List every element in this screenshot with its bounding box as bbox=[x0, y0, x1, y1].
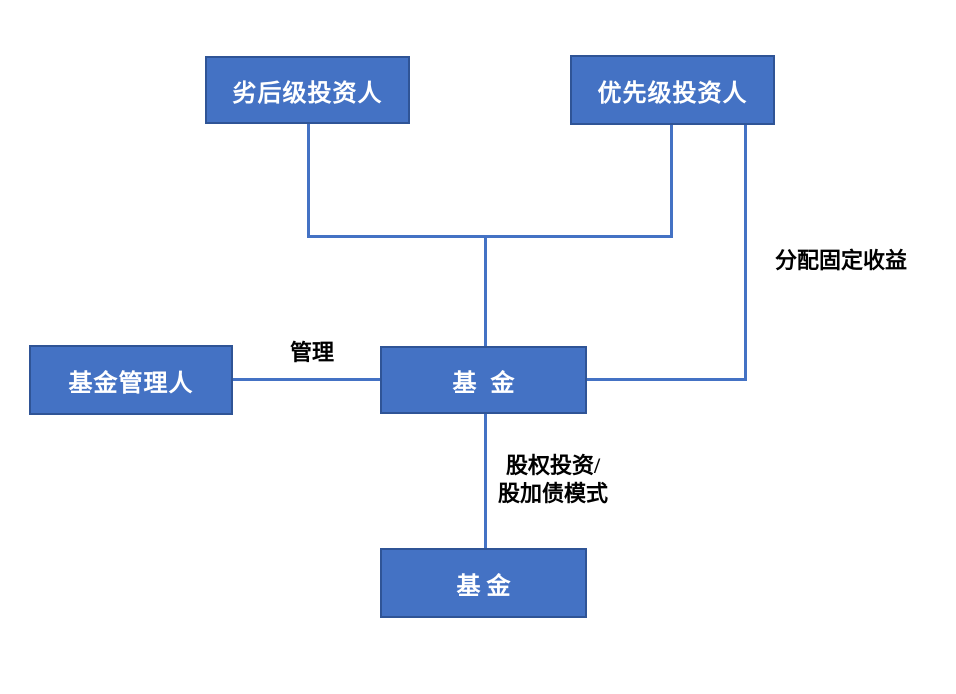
connector-fund-to-lower-fund bbox=[484, 414, 487, 548]
node-fund-label: 基金 bbox=[452, 369, 529, 397]
edge-label-manage: 管理 bbox=[289, 340, 334, 365]
connector-manager-to-fund bbox=[233, 378, 380, 381]
connector-investors-join bbox=[307, 235, 673, 238]
node-fund-lower-label: 基金 bbox=[456, 572, 517, 600]
node-senior-investor: 优先级投资人 bbox=[570, 55, 775, 125]
edge-label-distribute-fixed-income: 分配固定收益 bbox=[774, 248, 907, 273]
edge-label-equity-investment: 股权投资/ 股加债模式 bbox=[487, 452, 619, 508]
node-fund-manager: 基金管理人 bbox=[29, 345, 233, 415]
node-senior-investor-label: 优先级投资人 bbox=[597, 79, 748, 107]
connector-junction-to-fund bbox=[484, 237, 487, 346]
node-fund-manager-label: 基金管理人 bbox=[68, 369, 194, 397]
node-subordinated-investor-label: 劣后级投资人 bbox=[232, 79, 383, 107]
node-subordinated-investor: 劣后级投资人 bbox=[205, 56, 410, 124]
connector-senior-down bbox=[670, 125, 673, 238]
edge-label-equity-investment-line2: 股加债模式 bbox=[497, 481, 608, 506]
node-fund-lower: 基金 bbox=[380, 548, 587, 618]
node-fund: 基金 bbox=[380, 346, 587, 414]
connector-fund-to-fixed-income bbox=[587, 378, 747, 381]
connector-senior-fixed-income-down bbox=[744, 125, 747, 381]
connector-subordinated-down bbox=[307, 124, 310, 238]
edge-label-equity-investment-line1: 股权投资/ bbox=[505, 453, 601, 478]
